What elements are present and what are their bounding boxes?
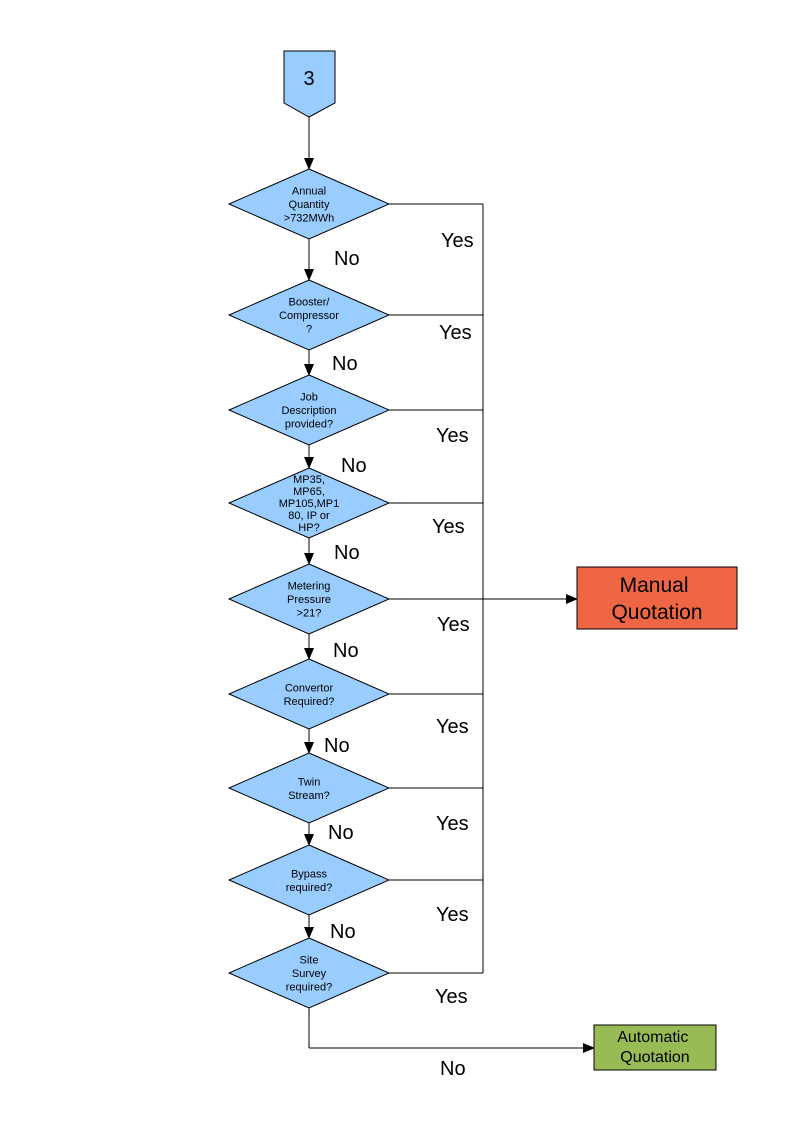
manual-quotation-label: Manual Quotation — [611, 574, 702, 624]
decision-label-line: MP105,MP1 — [279, 498, 340, 510]
yes-label: Yes — [436, 716, 469, 738]
decision-diamond — [227, 279, 391, 351]
decision-node: Booster/Compressor? — [227, 279, 391, 351]
yes-label: Yes — [439, 322, 472, 344]
decision-label-line: 80, IP or — [288, 510, 330, 522]
decision-label-line: >732MWh — [284, 213, 334, 225]
decision-label: Bypass required? — [286, 868, 332, 894]
decision-label-line: Quantity — [289, 199, 330, 211]
decision-label-line: Twin — [298, 776, 321, 788]
offpage-connector-shape — [283, 50, 336, 118]
decision-label-line: Required? — [284, 696, 335, 708]
decision-label-line: Compressor — [279, 310, 339, 322]
decision-label-line: required? — [286, 882, 332, 894]
no-label: No — [334, 248, 360, 270]
decision-node: Bypass required? — [227, 844, 391, 916]
decision-diamond — [227, 168, 391, 240]
no-label: No — [341, 455, 367, 477]
automatic-quotation-box — [593, 1024, 717, 1071]
manual-quotation-node: Manual Quotation — [576, 566, 738, 630]
decision-label-line: Pressure — [287, 594, 331, 606]
final-no-label: No — [440, 1058, 466, 1080]
decision-label-line: Site — [300, 955, 319, 967]
manual-quotation-line: Manual — [620, 574, 689, 597]
decision-label-line: Description — [281, 405, 336, 417]
no-label: No — [334, 542, 360, 564]
decision-label-line: provided? — [285, 419, 333, 431]
decision-diamond — [227, 844, 391, 916]
manual-quotation-box — [576, 566, 738, 630]
decision-label-line: Metering — [288, 581, 331, 593]
decision-label-line: Survey — [292, 968, 327, 980]
decision-label-line: Job — [300, 392, 318, 404]
yes-label: Yes — [436, 813, 469, 835]
offpage-connector: 3 — [283, 50, 336, 118]
no-label: No — [328, 822, 354, 844]
decision-label-line: Annual — [292, 186, 326, 198]
flow-edges — [304, 117, 595, 1053]
yes-label: Yes — [436, 904, 469, 926]
decision-label-line: >21? — [297, 608, 322, 620]
decision-diamond — [227, 658, 391, 730]
yes-label: Yes — [432, 516, 465, 538]
decision-label-line: Booster/ — [289, 297, 331, 309]
decision-label-line: ? — [306, 324, 312, 336]
decision-label-line: HP? — [298, 522, 319, 534]
decision-diamond — [227, 467, 391, 539]
no-label: No — [330, 921, 356, 943]
no-label: No — [332, 353, 358, 375]
yes-label: Yes — [435, 986, 468, 1008]
automatic-quotation-line: Quotation — [620, 1049, 689, 1066]
offpage-connector-label: 3 — [303, 68, 314, 90]
decision-label-line: MP65, — [293, 486, 325, 498]
decision-diamond — [227, 563, 391, 635]
yes-label: Yes — [437, 614, 470, 636]
decision-diamond — [227, 937, 391, 1009]
yes-label: Yes — [436, 425, 469, 447]
decision-label-line: required? — [286, 982, 332, 994]
decision-label-line: Bypass — [291, 868, 328, 880]
edge-labels: NoNoNoNoNoNoNoNoYesYesYesYesYesYesYesYes… — [324, 230, 474, 1008]
decision-label: Booster/Compressor? — [279, 297, 339, 336]
decision-label-line: Stream? — [288, 790, 330, 802]
decision-diamond — [227, 374, 391, 446]
decision-diamond — [227, 752, 391, 824]
automatic-quotation-line: Automatic — [617, 1029, 688, 1046]
automatic-quotation-label: Automatic Quotation — [617, 1029, 693, 1066]
manual-quotation-line: Quotation — [611, 601, 702, 624]
automatic-quotation-node: Automatic Quotation — [593, 1024, 717, 1071]
no-label: No — [333, 640, 359, 662]
decision-label-line: Convertor — [285, 682, 334, 694]
no-label: No — [324, 735, 350, 757]
yes-label: Yes — [441, 230, 474, 252]
decision-label-line: MP35, — [293, 474, 325, 486]
